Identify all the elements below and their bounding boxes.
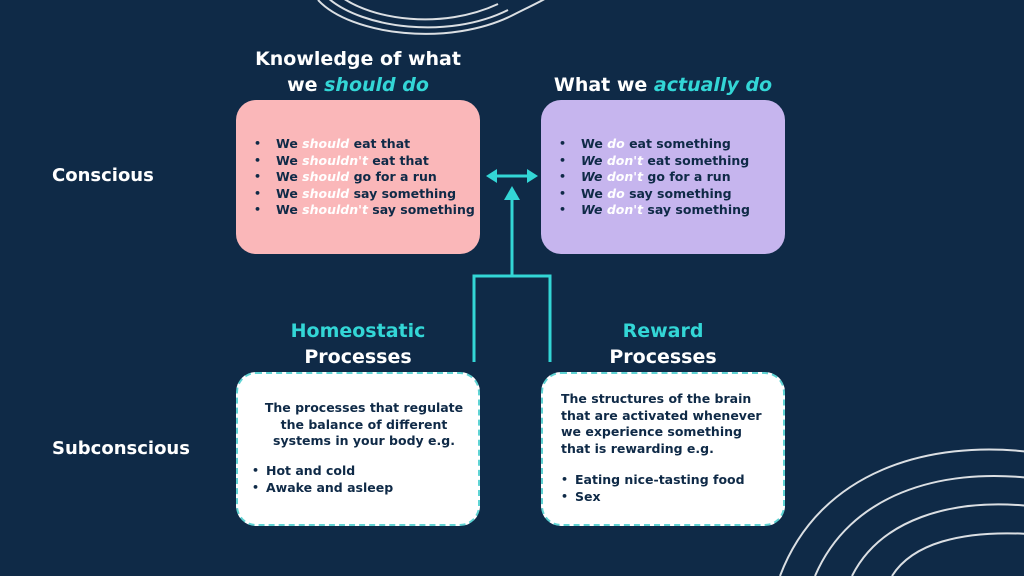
statement-subject: We (581, 169, 607, 184)
statement-subject: We (581, 185, 608, 201)
reward-heading-line2: Processes (609, 346, 717, 368)
knowledge-heading: Knowledge of what we should do (236, 46, 480, 98)
row-label-conscious: Conscious (52, 165, 154, 186)
statement-keyword: don't (606, 202, 644, 217)
right-arrowhead (527, 169, 538, 183)
homeostatic-description: The processes that regulate the balance … (264, 400, 464, 448)
processes-bracket (472, 274, 552, 362)
reward-heading: Reward Processes (541, 318, 785, 370)
should-do-box: We should eat thatWe shouldn't eat thatW… (236, 100, 480, 254)
upward-arrowhead (504, 186, 520, 200)
knowledge-heading-line1: Knowledge of what (255, 48, 461, 70)
statement-subject: We (276, 202, 303, 217)
homeostatic-examples-list: Hot and coldAwake and asleep (252, 463, 393, 496)
reward-box: The structures of the brain that are act… (541, 372, 785, 526)
should-list-item: We shouldn't eat that (254, 153, 475, 170)
should-list-item: We should say something (254, 186, 475, 203)
statement-subject: We (276, 169, 303, 184)
statement-action: go for a run (643, 169, 731, 184)
statement-action: eat that (367, 152, 429, 168)
left-arrowhead (486, 169, 497, 183)
statement-subject: We (276, 152, 303, 168)
statement-keyword: don't (606, 152, 644, 168)
should-do-accent: should do (324, 74, 429, 96)
reward-examples-list: Eating nice-tasting foodSex (561, 472, 745, 505)
statement-action: go for a run (349, 169, 437, 184)
actually-do-list: We do eat somethingWe don't eat somethin… (559, 136, 750, 219)
row-label-subconscious: Subconscious (52, 438, 190, 459)
actual-list-item: We do say something (559, 186, 750, 203)
actually-do-box: We do eat somethingWe don't eat somethin… (541, 100, 785, 254)
actual-list-item: We don't eat something (559, 153, 750, 170)
reward-description: The structures of the brain that are act… (561, 391, 762, 456)
homeostatic-heading-line2: Processes (304, 346, 412, 368)
homeostatic-box: The processes that regulate the balance … (236, 372, 480, 526)
statement-action: eat that (349, 136, 411, 151)
homeostatic-heading: Homeostatic Processes (236, 318, 480, 370)
should-list-item: We shouldn't say something (254, 202, 475, 219)
homeostatic-example-item: Awake and asleep (252, 480, 393, 497)
actual-list-item: We do eat something (559, 136, 750, 153)
should-list-item: We should eat that (254, 136, 475, 153)
homeostatic-example-item: Hot and cold (252, 463, 393, 480)
homeostatic-heading-line1: Homeostatic (290, 320, 426, 342)
statement-action: say something (643, 202, 750, 217)
statement-action: say something (349, 185, 457, 201)
actual-heading: What we actually do (553, 74, 773, 96)
reward-example-item: Eating nice-tasting food (561, 472, 745, 489)
statement-keyword: should (302, 169, 350, 184)
actual-list-item: We don't say something (559, 202, 750, 219)
statement-action: say something (367, 202, 475, 217)
statement-subject: We (581, 152, 607, 168)
statement-action: eat something (643, 152, 750, 168)
statement-keyword: shouldn't (302, 152, 368, 168)
statement-keyword: should (302, 136, 350, 151)
statement-action: say something (624, 185, 732, 201)
reward-example-item: Sex (561, 489, 745, 506)
reward-heading-line1: Reward (622, 320, 704, 342)
statement-subject: We (581, 202, 607, 217)
statement-keyword: don't (606, 169, 644, 184)
statement-keyword: shouldn't (302, 202, 368, 217)
actually-do-accent: actually do (653, 74, 773, 96)
should-list-item: We should go for a run (254, 169, 475, 186)
actual-list-item: We don't go for a run (559, 169, 750, 186)
statement-action: eat something (624, 136, 731, 151)
statement-keyword: should (302, 185, 350, 201)
knowledge-heading-line2: we should do (287, 74, 429, 96)
statement-subject: We (276, 136, 303, 151)
statement-subject: We (581, 136, 608, 151)
statement-subject: We (276, 185, 303, 201)
should-do-list: We should eat thatWe shouldn't eat thatW… (254, 136, 475, 219)
statement-keyword: do (607, 136, 625, 151)
statement-keyword: do (607, 185, 625, 201)
